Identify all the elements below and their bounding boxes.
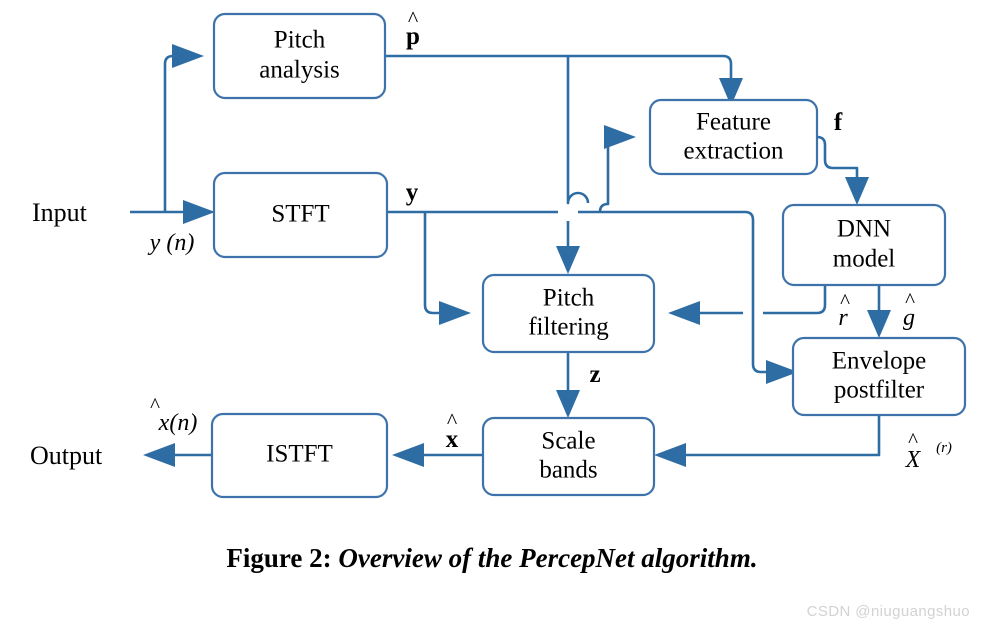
figure-caption-prefix: Figure 2: (226, 543, 332, 573)
wire-pitch-filtering-to-scale-bands (556, 352, 580, 418)
block-envelope-postfilter[interactable]: Envelope postfilter (791, 336, 967, 417)
block-pitch-filtering-rect (481, 273, 656, 354)
signal-label-dnn-g-hat: ^ (905, 288, 915, 312)
signal-label-dnn-g: g ^ (903, 288, 915, 331)
block-scale-bands-line1: Scale (541, 428, 595, 455)
wire-input-branch-to-pitch-analysis (163, 44, 204, 212)
wire-envelope-postfilter-to-scale-bands (654, 415, 881, 467)
block-stft[interactable]: STFT (212, 171, 389, 259)
block-envelope-postfilter-rect (791, 336, 967, 417)
block-pitch-filtering-line2: filtering (528, 314, 609, 341)
block-scale-bands[interactable]: Scale bands (481, 416, 656, 497)
signal-label-dnn-r-base: r (838, 305, 848, 331)
block-stft-line1: STFT (271, 201, 329, 228)
block-envelope-postfilter-line1: Envelope (832, 348, 926, 375)
wire-istft-to-output (143, 443, 212, 467)
block-feature-extraction-line1: Feature (696, 109, 771, 136)
block-feature-extraction-line2: extraction (684, 138, 784, 165)
wire-input-to-stft (130, 200, 215, 224)
wire-stft-to-feature-extraction (598, 125, 636, 213)
signal-label-dnn-g-base: g (903, 305, 915, 331)
wire-feature-extraction-to-dnn (816, 135, 869, 205)
signal-label-pitch-out-base: p (406, 23, 420, 50)
block-envelope-postfilter-line2: postfilter (834, 377, 925, 404)
block-dnn-model-rect (781, 203, 947, 287)
signal-label-pitch-filter-out: z (589, 361, 600, 388)
figure-caption-title: Overview of the PercepNet algorithm. (338, 543, 758, 573)
signal-label-features: f (834, 109, 843, 136)
block-scale-bands-line2: bands (539, 457, 597, 484)
signal-label-pitch-out: p ^ (406, 6, 420, 50)
wire-stft-output-bus (387, 210, 798, 384)
block-istft[interactable]: ISTFT (210, 412, 389, 499)
signal-label-scale-in: x ^ (446, 408, 459, 453)
block-pitch-analysis[interactable]: Pitch analysis (212, 12, 387, 100)
wire-dnn-r-to-pitch-filtering (668, 285, 827, 325)
signal-label-envelope-out-sup: (r) (936, 440, 952, 456)
signal-label-scale-in-base: x (446, 426, 459, 453)
block-feature-extraction[interactable]: Feature extraction (648, 98, 819, 176)
block-dnn-model[interactable]: DNN model (781, 203, 947, 287)
block-dnn-model-line2: model (833, 246, 896, 273)
signal-label-dnn-r-hat: ^ (840, 289, 850, 313)
block-istft-rect (210, 412, 389, 499)
wire-stft-to-pitch-filtering (423, 212, 471, 325)
signal-label-dnn-r: r ^ (838, 289, 850, 331)
block-istft-line1: ISTFT (266, 441, 333, 468)
output-terminal-label: Output (30, 441, 103, 470)
signal-label-envelope-out-hat: ^ (908, 428, 918, 452)
wire-scale-bands-to-istft (392, 443, 483, 467)
block-pitch-filtering[interactable]: Pitch filtering (481, 273, 656, 354)
block-scale-bands-rect (481, 416, 656, 497)
signal-label-output-time-base: x(n) (158, 410, 198, 436)
signal-label-pitch-out-hat: ^ (408, 6, 419, 31)
signal-label-envelope-out: X ^ (r) (905, 428, 952, 473)
wire-pitch-analysis-to-pitch-filtering (556, 56, 590, 274)
block-dnn-model-line1: DNN (837, 216, 891, 243)
input-terminal-label: Input (32, 198, 88, 227)
figure-caption: Figure 2: Overview of the PercepNet algo… (0, 543, 984, 574)
signal-label-envelope-out-base: X (905, 447, 922, 473)
block-pitch-analysis-rect (212, 12, 387, 100)
signal-label-input-time: y (n) (148, 230, 195, 256)
block-pitch-analysis-line1: Pitch (274, 27, 326, 54)
block-stft-rect (212, 171, 389, 259)
signal-label-output-time: x(n) ^ (150, 393, 197, 436)
block-pitch-filtering-line1: Pitch (543, 285, 595, 312)
wire-pitch-analysis-output-bus (385, 54, 743, 106)
block-pitch-analysis-line2: analysis (259, 57, 340, 84)
signal-label-output-time-hat: ^ (150, 393, 160, 417)
block-feature-extraction-rect (648, 98, 819, 176)
watermark-text: CSDN @niuguangshuo (806, 603, 970, 620)
wire-dnn-g-to-envelope-postfilter (867, 285, 891, 338)
signal-label-stft-out: y (406, 179, 419, 206)
signal-label-scale-in-hat: ^ (447, 408, 458, 433)
